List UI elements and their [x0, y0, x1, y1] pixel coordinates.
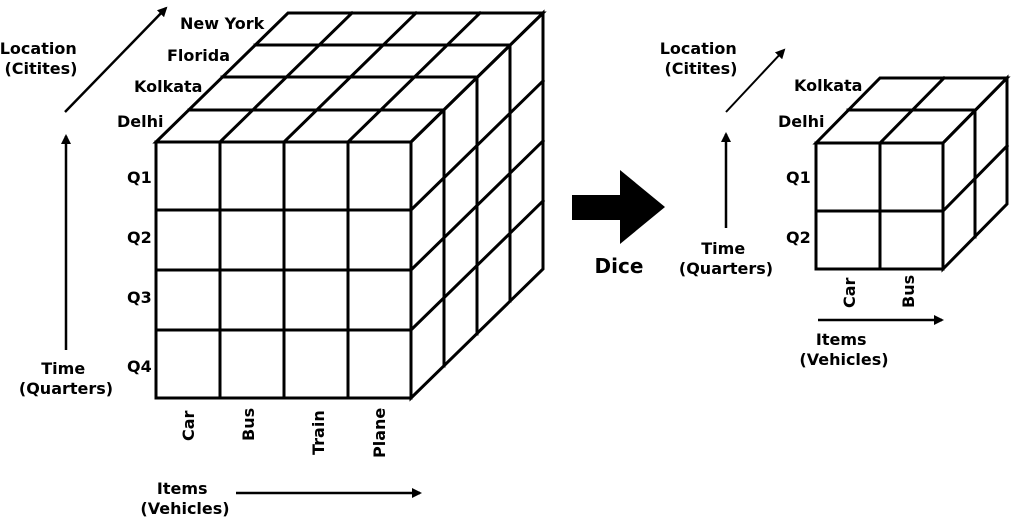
left-item-label-train: Train: [309, 410, 328, 455]
right-location-label-line2: (Citites): [664, 59, 737, 78]
right-time-label-line2: (Quarters): [679, 259, 773, 278]
left-items-label-line2: (Vehicles): [140, 499, 229, 518]
left-item-label-car: Car: [179, 410, 198, 441]
right-item-label-car: Car: [840, 277, 859, 308]
left-item-label-bus: Bus: [239, 408, 258, 441]
right-items-label: Items (Vehicles): [799, 330, 888, 369]
left-quarter-label-q2: Q2: [127, 228, 152, 247]
right-time-label-line1: Time: [701, 239, 745, 258]
left-city-label-kolkata: Kolkata: [134, 77, 202, 96]
dice-label: Dice: [595, 254, 644, 278]
left-item-label-plane: Plane: [370, 408, 389, 458]
left-quarter-label-q4: Q4: [127, 357, 152, 376]
left-time-label-line1: Time: [41, 359, 85, 378]
right-items-label-line1: Items: [816, 330, 867, 349]
right-quarter-label-q1: Q1: [786, 168, 811, 187]
right-cube: [812, 74, 1011, 273]
right-items-label-line2: (Vehicles): [799, 350, 888, 369]
right-cube-front-face: [814, 141, 945, 271]
left-cube-side-face: [408, 9, 546, 402]
right-cube-side-face: [940, 74, 1010, 273]
left-cube: [152, 9, 547, 402]
left-city-label-new-york: New York: [180, 14, 265, 33]
left-items-label: Items (Vehicles): [140, 479, 229, 518]
right-time-label: Time (Quarters): [679, 239, 773, 278]
left-city-label-delhi: Delhi: [117, 112, 164, 131]
left-cube-top-face: [152, 10, 547, 145]
right-location-label-line1: Location: [660, 39, 737, 58]
left-quarter-label-q3: Q3: [127, 288, 152, 307]
left-cube-front-face: [154, 140, 413, 400]
right-quarter-label-q2: Q2: [786, 228, 811, 247]
right-location-label: Location (Citites): [660, 39, 743, 78]
left-city-label-florida: Florida: [167, 46, 230, 65]
right-city-label-delhi: Delhi: [778, 112, 825, 131]
dice-arrow-icon: [572, 170, 665, 244]
left-location-label-line1: Location: [0, 39, 77, 58]
left-time-label: Time (Quarters): [19, 359, 113, 398]
left-quarter-label-q1: Q1: [127, 168, 152, 187]
right-city-label-kolkata: Kolkata: [794, 76, 862, 95]
left-location-label: Location (Citites): [0, 39, 82, 78]
right-location-arrow: [725, 48, 786, 113]
left-location-label-line2: (Citites): [4, 59, 77, 78]
right-item-label-bus: Bus: [899, 275, 918, 308]
left-items-label-line1: Items: [157, 479, 208, 498]
left-location-arrow: [64, 6, 168, 113]
left-time-label-line2: (Quarters): [19, 379, 113, 398]
